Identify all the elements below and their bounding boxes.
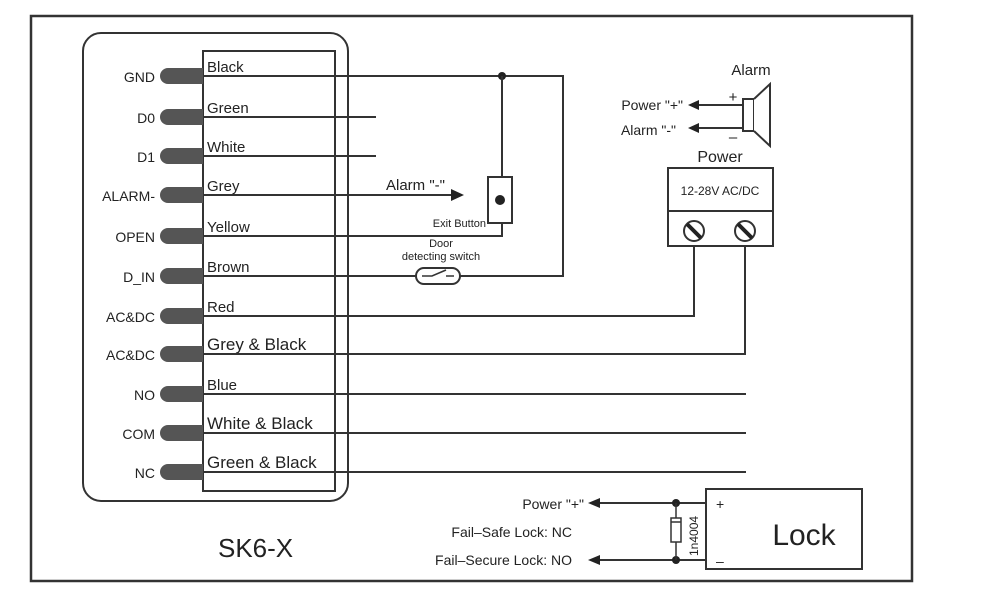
pin-row: OPEN Yellow (115, 219, 335, 245)
diagram-frame (29, 14, 914, 583)
pin-label: AC&DC (106, 347, 155, 363)
pin-connector-icon (160, 464, 203, 480)
wire-color-label: Red (207, 299, 235, 316)
pin-label: ALARM- (102, 188, 155, 204)
alarm-minus-sign: – (729, 129, 738, 146)
alarm-title: Alarm (731, 62, 770, 79)
alarm-alarm-minus-label: Alarm "-" (621, 122, 676, 138)
pin-label: D1 (137, 149, 155, 165)
fail-secure-label: Fail–Secure Lock: NO (435, 552, 572, 568)
wire-color-label: Brown (207, 259, 250, 276)
pin-row: D_IN Brown (123, 259, 335, 285)
exit-button-label: Exit Button (433, 218, 486, 230)
pin-label: COM (122, 426, 155, 442)
arrow-left-icon (688, 100, 699, 110)
fail-safe-label: Fail–Safe Lock: NC (451, 524, 572, 540)
pin-row: D0 Green (137, 100, 335, 126)
wire-color-label: White (207, 139, 245, 156)
pin-label: D0 (137, 110, 155, 126)
switch-contact-icon (422, 269, 454, 277)
alarm-power-plus-label: Power "+" (621, 97, 683, 113)
pin-label: D_IN (123, 269, 155, 285)
door-switch-label-line2: detecting switch (402, 251, 480, 263)
wire-color-label: Green & Black (207, 453, 317, 472)
speaker-magnet-icon (742, 98, 755, 132)
pin-label: OPEN (115, 229, 155, 245)
diode-label: 1n4004 (687, 516, 701, 556)
screw-terminal-icon (734, 220, 756, 242)
wire-color-label: Black (207, 59, 244, 76)
pin-label: AC&DC (106, 309, 155, 325)
wire-color-label: Grey & Black (207, 335, 307, 354)
open-wire (335, 223, 503, 237)
pin-connector-icon (160, 386, 203, 402)
arrow-left-icon (588, 555, 600, 565)
door-switch-icon (415, 267, 461, 285)
pin-row: NO Blue (134, 377, 335, 403)
pin-row: NC Green & Black (135, 453, 335, 481)
pin-connector-icon (160, 148, 203, 164)
lock-plus-sign: + (716, 496, 724, 512)
lock-label: Lock (772, 519, 836, 552)
grey-black-wire (335, 244, 746, 355)
pin-connector-icon (160, 268, 203, 284)
arrow-left-icon (588, 498, 600, 508)
pin-connector-icon (160, 228, 203, 244)
pin-connector-icon (160, 346, 203, 362)
pin-connector-icon (160, 187, 203, 203)
wire-color-label: Yellow (207, 219, 250, 236)
wire-color-label: Green (207, 100, 249, 117)
pin-connector-icon (160, 109, 203, 125)
red-wire (335, 244, 695, 317)
pin-label: NO (134, 387, 155, 403)
exit-button-dot-icon (495, 195, 505, 205)
wire-color-label: Grey (207, 178, 240, 195)
model-label: SK6-X (218, 533, 293, 563)
pin-row: D1 White (137, 139, 335, 165)
wire-color-label: Blue (207, 377, 237, 394)
pin-connector-icon (160, 308, 203, 324)
lock-power-plus-label: Power "+" (522, 496, 584, 512)
door-switch-label-line1: Door (429, 238, 453, 250)
alarm-plus-sign: + (729, 89, 738, 106)
alarm-minus-wire-label: Alarm "-" (386, 177, 445, 194)
diode-icon (670, 517, 682, 543)
pin-row: AC&DC Grey & Black (106, 335, 335, 363)
pin-row: ALARM- Grey (102, 178, 335, 204)
pin-connector-icon (160, 425, 203, 441)
lock-box (705, 488, 863, 570)
screw-terminal-icon (683, 220, 705, 242)
power-spec: 12-28V AC/DC (681, 184, 760, 198)
power-title: Power (697, 149, 743, 166)
controller-body (82, 32, 349, 502)
wire-color-label: White & Black (207, 414, 313, 433)
arrow-left-icon (688, 123, 699, 133)
gnd-wire-route (335, 75, 564, 277)
pin-row: COM White & Black (122, 414, 335, 442)
arrow-right-icon (451, 189, 464, 201)
pin-row: GND Black (124, 59, 335, 85)
pin-label: GND (124, 69, 155, 85)
pin-connector-icon (160, 68, 203, 84)
pin-label: NC (135, 465, 155, 481)
pin-row: AC&DC Red (106, 299, 335, 325)
speaker-cone-icon (753, 81, 771, 149)
lock-minus-sign: – (716, 553, 724, 569)
